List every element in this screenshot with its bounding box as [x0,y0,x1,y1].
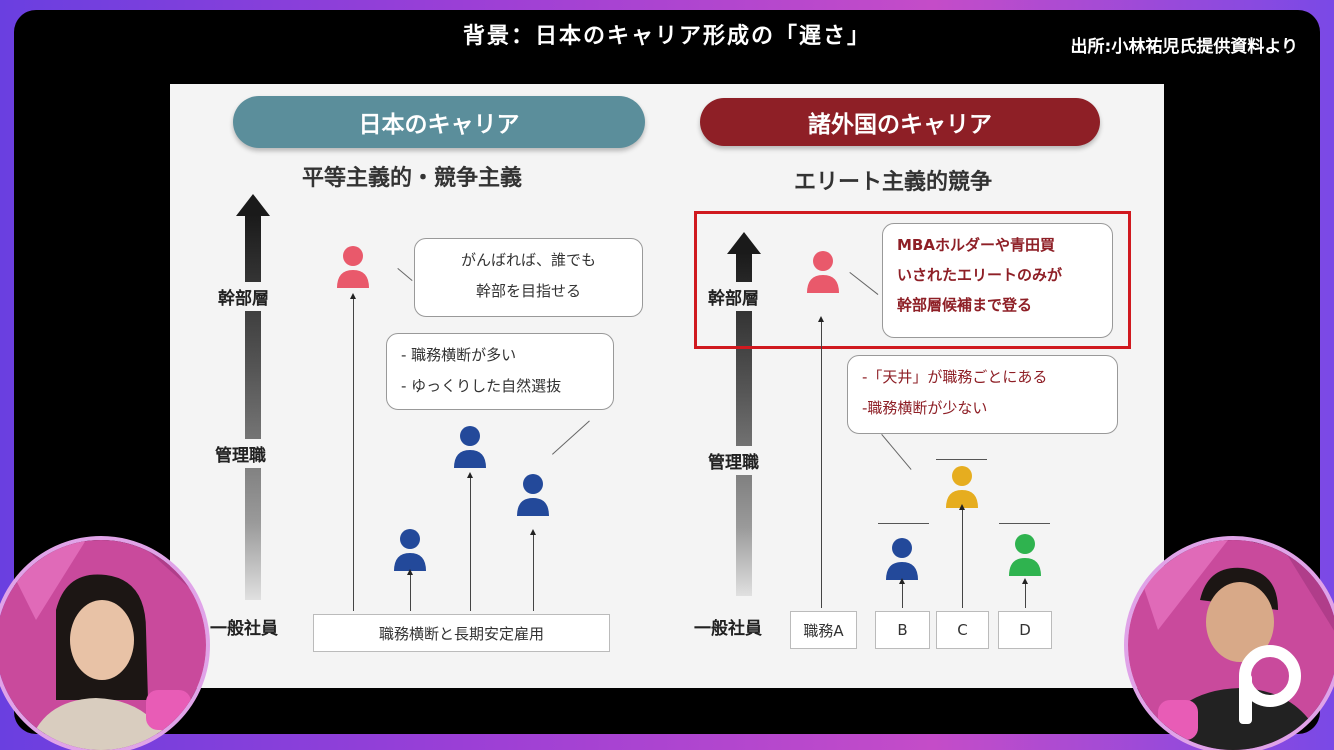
bubble-line: -「天井」が職務ごとにある [862,368,1048,386]
person-icon [394,529,426,571]
bubble-line: 幹部を目指せる [475,282,581,300]
japan-level-employee: 一般社員 [210,612,278,641]
bubble-line: - 職務横断が多い [401,346,517,364]
foreign-level-employee: 一般社員 [694,612,762,641]
source-caption: 出所:小林祐児氏提供資料より [1070,37,1298,57]
person-icon [1009,534,1041,576]
bubble-tail [881,434,912,470]
job-box-b: B [875,611,930,649]
foreign-hierarchy-arrow [727,232,761,596]
japan-top-bubble: がんばれば、誰でも 幹部を目指せる [414,238,643,317]
job-ceiling-line [936,459,987,460]
bubble-line: - ゆっくりした自然選抜 [401,377,562,395]
job-box-a: 職務A [790,611,857,649]
job-ceiling-line [878,523,929,524]
person-icon [946,466,978,508]
bubble-line: いされたエリートのみが [897,266,1063,284]
japan-career-title: 日本のキャリア [233,96,645,148]
career-path-line [818,316,824,608]
speaker-camera-left [0,536,210,750]
bubble-line: MBAホルダーや青田買 [897,236,1055,254]
career-path-line [467,472,473,611]
elite-highlight-box [694,211,1131,349]
career-path-line [350,293,356,611]
bubble-tail [397,268,413,281]
bubble-line: 幹部層候補まで登る [897,296,1033,314]
person-icon [454,426,486,468]
japan-level-executive: 幹部層 [218,282,269,311]
speaker-video-right [1128,540,1334,750]
career-path-line [959,504,965,608]
bubble-line: -職務横断が少ない [862,399,988,417]
foreign-level-manager: 管理職 [708,446,759,475]
japan-hierarchy-arrow [236,194,270,600]
japan-career-subtitle: 平等主義的・競争主義 [302,166,523,191]
speaker-video-left [0,540,206,750]
person-icon [886,538,918,580]
presentation-slide: 日本のキャリア 平等主義的・競争主義 幹部層 管理職 一般社員 がんばれば、誰で… [170,84,1164,688]
career-path-line [407,569,413,611]
career-path-line [899,578,905,608]
person-icon [337,246,369,288]
foreign-level-executive: 幹部層 [708,282,759,311]
page-title: 背景：日本のキャリア形成の「遅さ」 [462,24,871,49]
channel-logo-icon [1239,645,1301,724]
japan-base-box: 職務横断と長期安定雇用 [313,614,610,652]
career-path-line [1022,578,1028,608]
person-icon [517,474,549,516]
job-ceiling-line [999,523,1050,524]
job-box-d: D [998,611,1052,649]
foreign-mid-bubble: -「天井」が職務ごとにある -職務横断が少ない [847,355,1118,434]
speaker-camera-right [1124,536,1334,750]
foreign-career-subtitle: エリート主義的競争 [794,170,993,195]
japan-level-manager: 管理職 [215,439,266,468]
job-box-c: C [936,611,989,649]
career-path-line [530,529,536,611]
foreign-career-title: 諸外国のキャリア [700,98,1100,146]
bubble-line: がんばれば、誰でも [460,251,596,269]
person-icon [807,251,839,293]
japan-mid-bubble: - 職務横断が多い - ゆっくりした自然選抜 [386,333,614,410]
foreign-top-bubble: MBAホルダーや青田買 いされたエリートのみが 幹部層候補まで登る [882,223,1113,338]
bubble-tail [552,420,590,455]
